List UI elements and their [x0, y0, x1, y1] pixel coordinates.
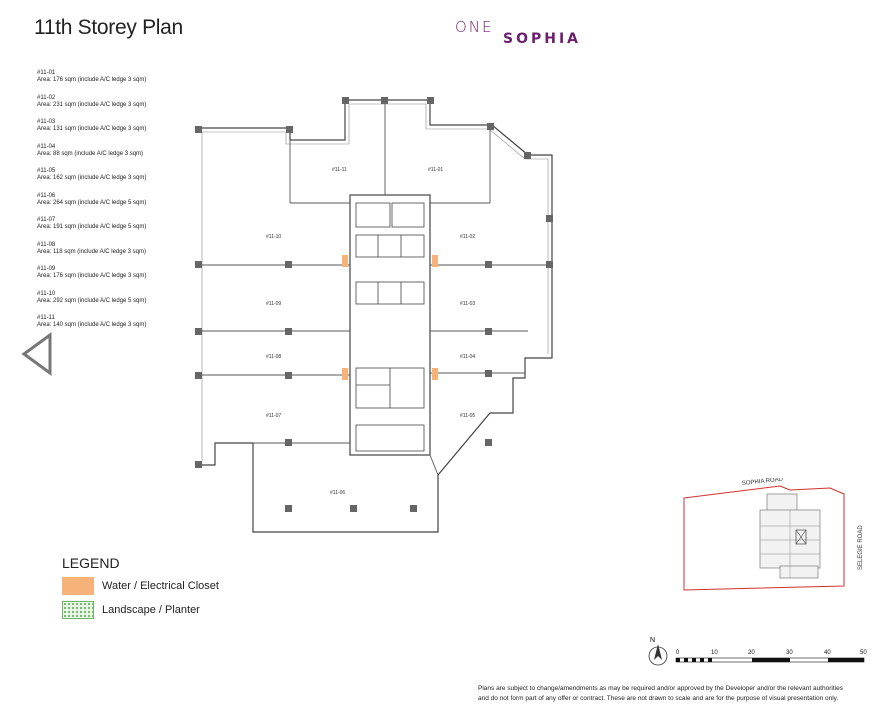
legend-swatch-planter — [62, 601, 94, 619]
unit-id: #11-11 — [37, 315, 55, 321]
unit-id: #11-02 — [37, 94, 56, 101]
triangle-left-icon[interactable] — [20, 332, 56, 376]
unit-area: Area: 191 sqm (include A/C ledge 5 sqm) — [37, 224, 147, 230]
page-title: 11th Storey Plan — [34, 16, 183, 39]
north-scale-bar: N 0 10 20 30 40 50 — [648, 637, 867, 666]
unit-area: Area: 131 sqm (include A/C ledge 3 sqm) — [37, 126, 147, 132]
unit-id: #11-09 — [37, 266, 56, 272]
plan-label-11-03: #11-03 — [460, 301, 475, 307]
unit-area: Area: 140 sqm (include A/C ledge 3 sqm) — [37, 322, 147, 328]
unit-id: #11-08 — [37, 241, 56, 248]
unit-area: Area: 264 sqm (include A/C ledge 5 sqm) — [37, 199, 147, 206]
road-label-sophia: SOPHIA ROAD — [742, 478, 784, 487]
site-key-plan: SOPHIA ROAD SELEGIE ROAD — [683, 478, 864, 591]
scale-tick: 10 — [711, 650, 718, 656]
unit-area: Area: 231 sqm (include A/C ledge 3 sqm) — [37, 101, 147, 108]
brand-logo: ONE SOPHIA — [455, 18, 578, 47]
scale-tick: 0 — [676, 650, 680, 656]
unit-area: Area: 118 sqm (include A/C ledge 3 sqm) — [37, 248, 146, 255]
north-arrow-icon: N — [648, 637, 668, 666]
unit-id: #11-05 — [37, 168, 56, 174]
unit-id: #11-04 — [37, 143, 56, 150]
unit-area: Area: 88 sqm (include A/C ledge 3 sqm) — [37, 150, 144, 157]
unit-id: #11-01 — [37, 70, 56, 76]
plan-label-11-09: #11-09 — [266, 301, 281, 307]
road-label-selegie: SELEGIE ROAD — [858, 525, 864, 570]
plan-label-11-11: #11-11 — [332, 167, 347, 173]
legend-title: LEGEND — [62, 555, 120, 571]
scale-tick: 40 — [824, 650, 831, 656]
unit-area: Area: 176 sqm (include A/C ledge 3 sqm) — [37, 273, 147, 279]
disclaimer-line-1: Plans are subject to change/amendments a… — [478, 685, 843, 692]
plan-label-11-06: #11-06 — [330, 490, 345, 496]
scale-tick: 30 — [786, 650, 793, 656]
legend-item-water-closet: Water / Electrical Closet — [62, 577, 219, 595]
logo-line-1: ONE — [455, 18, 494, 36]
unit-area: Area: 162 sqm (include A/C ledge 3 sqm) — [37, 175, 147, 181]
logo-line-2: SOPHIA — [503, 31, 582, 47]
unit-area: Area: 176 sqm (include A/C ledge 3 sqm) — [37, 77, 147, 83]
legend-label: Water / Electrical Closet — [102, 580, 219, 592]
plan-label-11-07: #11-07 — [266, 413, 281, 419]
plan-label-11-08: #11-08 — [266, 354, 281, 360]
scale-tick: 20 — [748, 650, 755, 656]
plan-label-11-05: #11-05 — [460, 413, 475, 419]
unit-id: #11-03 — [37, 119, 56, 125]
unit-area: Area: 292 sqm (include A/C ledge 5 sqm) — [37, 297, 147, 304]
unit-id: #11-07 — [37, 217, 56, 223]
plan-label-11-04: #11-04 — [460, 354, 475, 360]
disclaimer: Plans are subject to change/amendments a… — [478, 684, 873, 704]
floor-plan: #11-01 #11-02 #11-03 #11-04 #11-05 #11-0… — [195, 97, 553, 533]
legend: LEGEND Water / Electrical Closet Landsca… — [62, 555, 219, 625]
unit-id: #11-10 — [37, 290, 56, 297]
legend-swatch-water — [62, 577, 94, 595]
north-label: N — [650, 637, 655, 644]
unit-id: #11-06 — [37, 192, 56, 199]
plan-label-11-01: #11-01 — [428, 167, 443, 173]
legend-label: Landscape / Planter — [102, 604, 200, 616]
plan-label-11-10: #11-10 — [266, 234, 281, 240]
disclaimer-line-2: and do not form part of any offer or con… — [478, 695, 839, 702]
scale-tick: 50 — [860, 650, 867, 656]
plan-label-11-02: #11-02 — [460, 234, 475, 240]
legend-item-planter: Landscape / Planter — [62, 601, 219, 619]
